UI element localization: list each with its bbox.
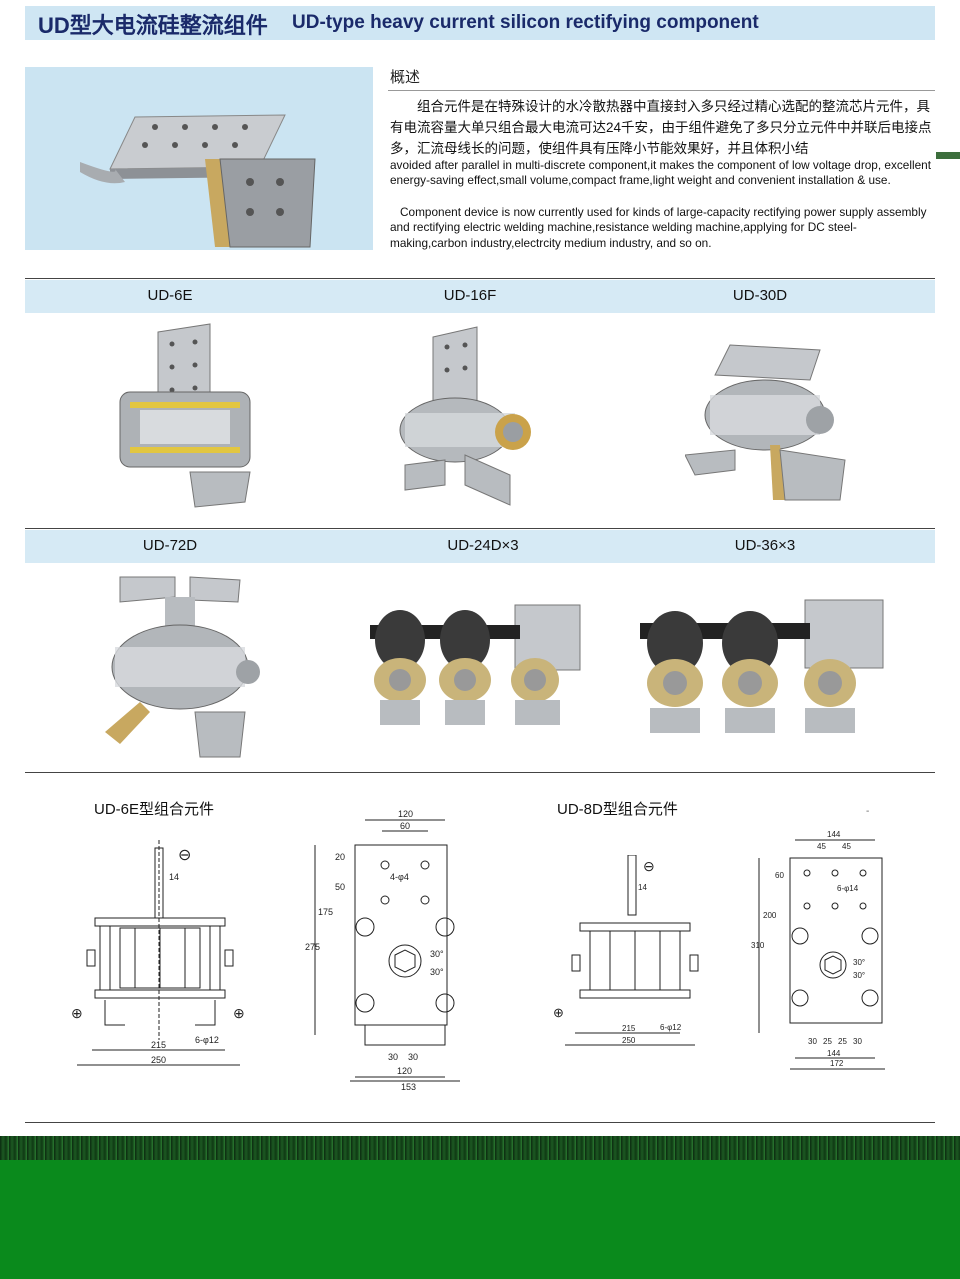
product-row-1-bar xyxy=(25,280,935,313)
svg-text:45: 45 xyxy=(817,842,826,851)
product-label: UD-24D×3 xyxy=(447,537,519,554)
product-label: UD-6E xyxy=(147,287,193,304)
svg-text:250: 250 xyxy=(622,1036,636,1045)
svg-text:25: 25 xyxy=(838,1037,847,1046)
svg-text:30°: 30° xyxy=(853,971,865,980)
drawing-plus-symbol: ⊕ xyxy=(553,1005,564,1020)
drawing-plus-symbol: ⊕ xyxy=(71,1005,83,1021)
product-label: UD-30D xyxy=(732,287,788,304)
svg-text:45: 45 xyxy=(842,842,851,851)
product-photo-ud-36x3 xyxy=(640,598,890,743)
overview-photo xyxy=(25,67,373,250)
drawing-ud-8d-side: 144 45 45 6-φ14 30° 30° 60 200 310 30 25… xyxy=(745,828,895,1078)
product-photo-ud-24dx3 xyxy=(370,600,590,735)
drawing-title-ud-6e: UD-6E型组合元件 xyxy=(94,801,215,818)
divider xyxy=(25,1122,935,1123)
svg-text:6-φ14: 6-φ14 xyxy=(837,884,859,893)
footer-band xyxy=(0,1160,960,1279)
svg-text:172: 172 xyxy=(830,1059,844,1068)
drawing-minus-symbol: ⊖ xyxy=(643,858,655,874)
svg-text:275: 275 xyxy=(305,942,320,952)
svg-text:153: 153 xyxy=(401,1082,416,1092)
page-title-en: UD-type heavy current silicon rectifying… xyxy=(292,12,759,33)
svg-text:250: 250 xyxy=(151,1055,166,1065)
divider xyxy=(25,278,935,279)
overview-heading: 概述 xyxy=(390,69,421,86)
svg-text:14: 14 xyxy=(638,883,647,892)
drawing-ud-6e-front: ⊖ 14 ⊕ ⊕ 215 250 6-φ12 xyxy=(65,840,250,1080)
svg-text:175: 175 xyxy=(318,907,333,917)
svg-text:30: 30 xyxy=(388,1052,398,1062)
svg-text:30°: 30° xyxy=(853,958,865,967)
divider xyxy=(25,772,935,773)
svg-text:60: 60 xyxy=(400,821,410,831)
product-photo-ud-6e xyxy=(110,322,260,517)
svg-text:144: 144 xyxy=(827,830,841,839)
title-bar xyxy=(25,6,935,40)
svg-text:30°: 30° xyxy=(430,967,444,977)
svg-text:60: 60 xyxy=(775,871,784,880)
drawing-title-ud-8d: UD-8D型组合元件 xyxy=(557,801,678,818)
divider xyxy=(388,90,935,91)
svg-text:215: 215 xyxy=(151,1040,166,1050)
svg-text:6-φ12: 6-φ12 xyxy=(195,1035,219,1045)
footer-stripe xyxy=(0,1136,960,1160)
svg-text:30: 30 xyxy=(853,1037,862,1046)
svg-text:14: 14 xyxy=(169,872,179,882)
page-title-cn: UD型大电流硅整流组件 xyxy=(38,13,268,38)
svg-text:25: 25 xyxy=(823,1037,832,1046)
svg-text:30°: 30° xyxy=(430,949,444,959)
stray-mark: - xyxy=(866,806,870,817)
drawing-plus-symbol: ⊕ xyxy=(233,1005,245,1021)
svg-text:30: 30 xyxy=(808,1037,817,1046)
edge-tab xyxy=(936,152,960,159)
drawing-ud-6e-side: 120 60 4-φ4 30° 30° 20 50 175 275 30 30 … xyxy=(300,805,475,1100)
product-photo-ud-16f xyxy=(395,325,535,520)
product-photo-ud-30d xyxy=(684,340,850,510)
svg-text:4-φ4: 4-φ4 xyxy=(390,872,409,882)
drawing-ud-8d-front: ⊖ 14 ⊕ 215 250 6-φ12 xyxy=(550,854,710,1055)
svg-text:120: 120 xyxy=(398,809,413,819)
svg-text:50: 50 xyxy=(335,882,345,892)
svg-text:30: 30 xyxy=(408,1052,418,1062)
divider xyxy=(25,528,935,529)
product-label: UD-72D xyxy=(142,537,198,554)
product-photo-ud-72d xyxy=(100,572,260,767)
product-row-2-bar xyxy=(25,530,935,563)
svg-text:6-φ12: 6-φ12 xyxy=(660,1023,682,1032)
svg-text:20: 20 xyxy=(335,852,345,862)
drawing-minus-symbol: ⊖ xyxy=(178,847,191,864)
svg-text:120: 120 xyxy=(397,1066,412,1076)
product-label: UD-16F xyxy=(443,287,497,304)
product-label: UD-36×3 xyxy=(734,537,796,554)
svg-text:200: 200 xyxy=(763,911,777,920)
overview-text-en-1: avoided after parallel in multi-discrete… xyxy=(390,158,931,188)
svg-text:310: 310 xyxy=(751,941,765,950)
overview-text-cn: 组合元件是在特殊设计的水冷散热器中直接封入多只经过精心选配的整流芯片元件，具有电… xyxy=(390,99,932,156)
overview-text-en-2: Component device is now currently used f… xyxy=(390,205,927,250)
svg-text:144: 144 xyxy=(827,1049,841,1058)
svg-text:215: 215 xyxy=(622,1024,636,1033)
